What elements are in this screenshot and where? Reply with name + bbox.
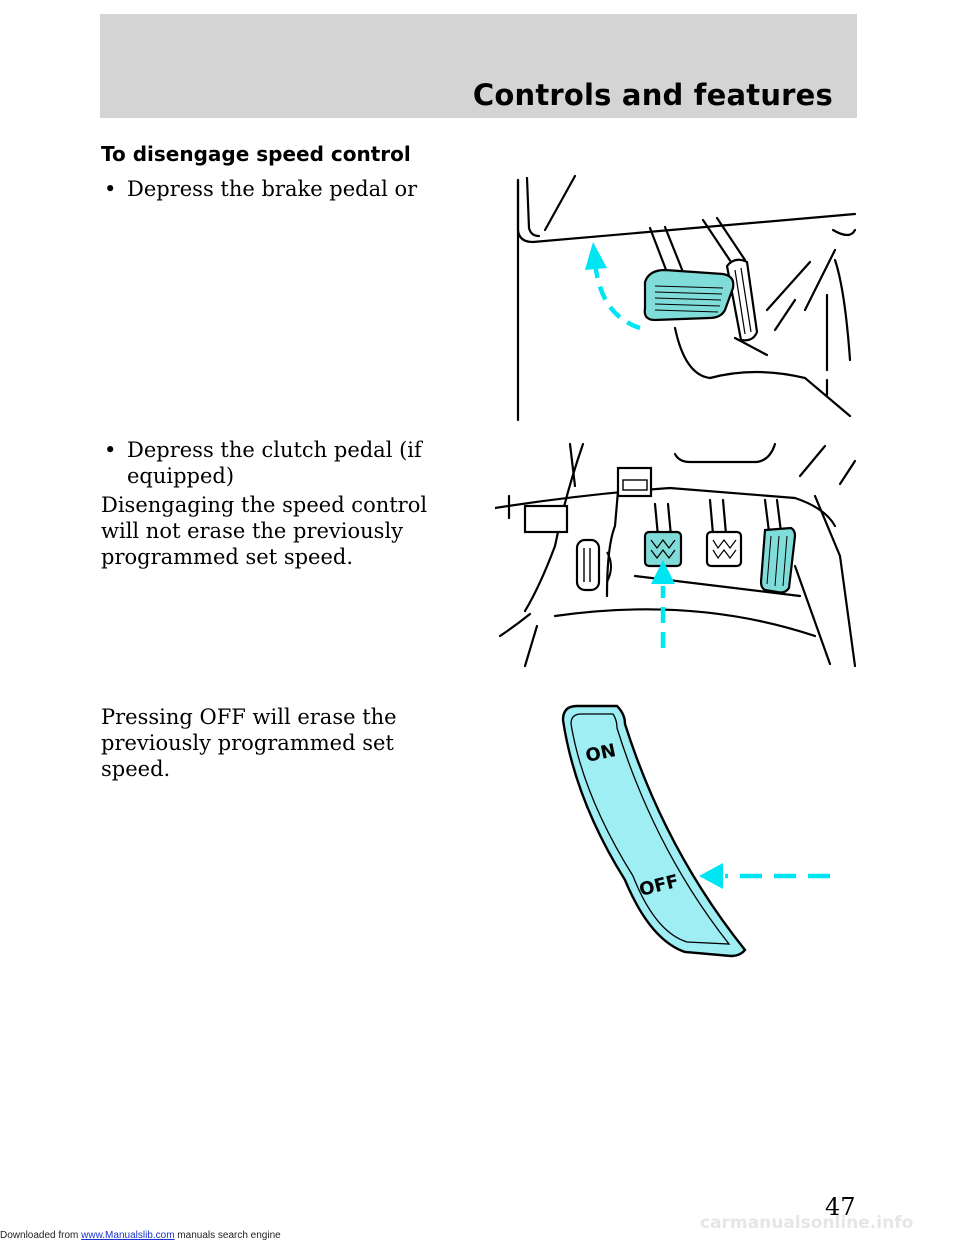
- bullet-glyph: •: [104, 177, 117, 201]
- speed-control-switch-illustration: ON OFF: [561, 704, 830, 958]
- sub-heading: To disengage speed control: [101, 142, 411, 166]
- manualslib-link[interactable]: www.Manualslib.com: [81, 1230, 175, 1241]
- watermark: carmanualsonline.info: [700, 1213, 914, 1233]
- section-title: Controls and features: [472, 78, 833, 112]
- clutch-pedal-illustration: [495, 442, 857, 668]
- paragraph-disengage-note: Disengaging the speed control will not e…: [101, 493, 428, 569]
- bullet-glyph: •: [104, 438, 117, 462]
- bullet-item-brake: • Depress the brake pedal or: [104, 176, 487, 202]
- bullet-text: Depress the clutch pedal (if equipped): [127, 438, 422, 488]
- footer-prefix: Downloaded from: [0, 1230, 82, 1241]
- header-band: Controls and features: [100, 14, 857, 118]
- download-footer: Downloaded from www.Manualslib.com manua…: [0, 1230, 281, 1241]
- accelerator-pedal: [759, 526, 797, 594]
- footer-suffix: manuals search engine: [174, 1230, 281, 1241]
- bullet-text: Depress the brake pedal or: [127, 177, 418, 201]
- page-number: 47: [825, 1193, 856, 1221]
- brake-pedal-illustration: [516, 174, 857, 422]
- paragraph-off-note: Pressing OFF will erase the previously p…: [101, 705, 397, 781]
- brake-pedal: [643, 268, 735, 322]
- bullet-item-clutch: • Depress the clutch pedal (if equipped): [104, 437, 457, 489]
